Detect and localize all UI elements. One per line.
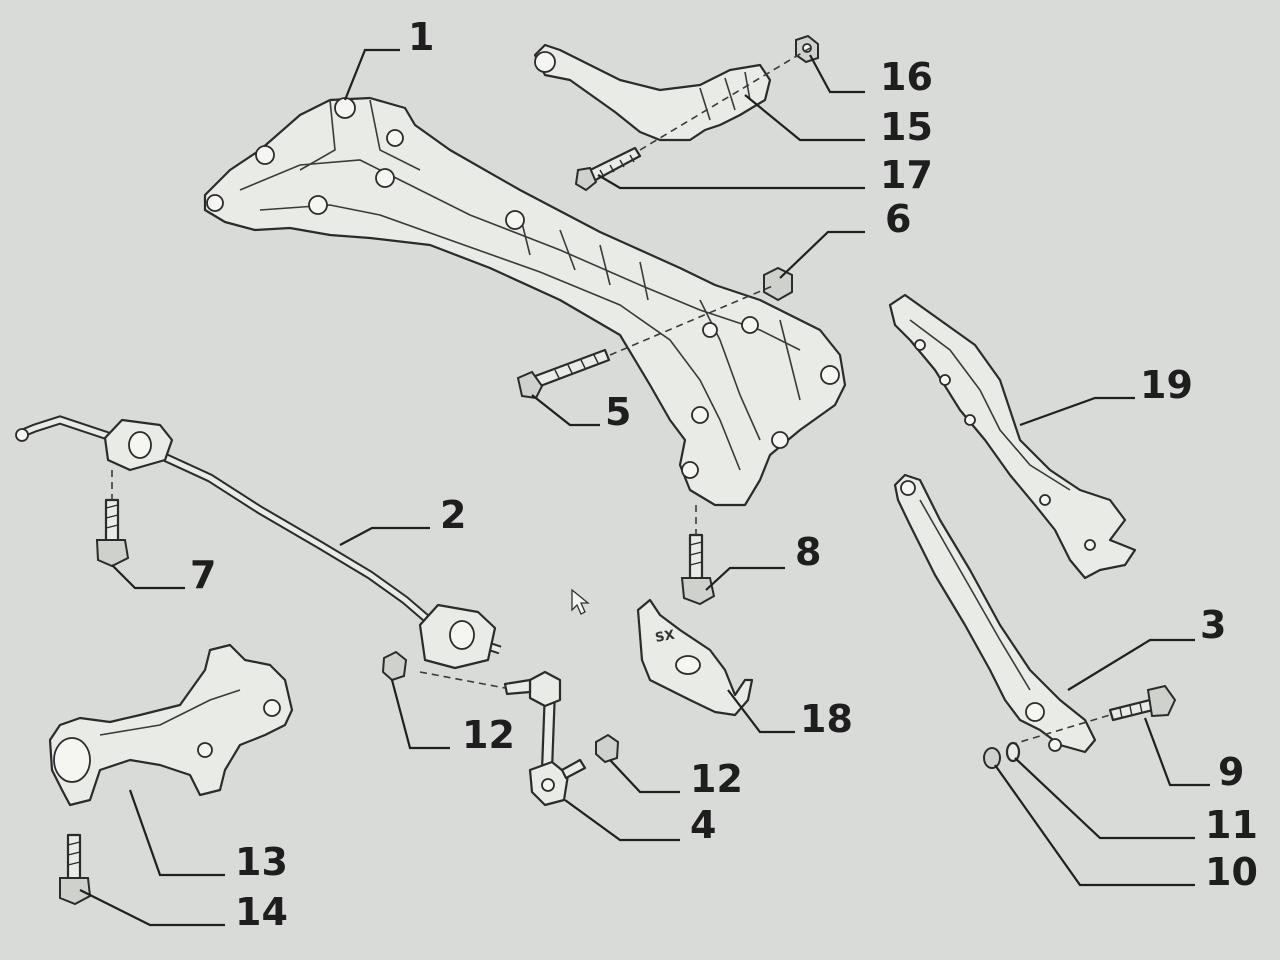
- part-17-bolt: [574, 146, 642, 192]
- callout-11: 11: [1205, 803, 1258, 847]
- part-18-bracket: SX: [636, 598, 754, 717]
- leader-14: [79, 889, 225, 927]
- axis-line-5-6: [609, 284, 776, 356]
- callout-7: 7: [190, 553, 216, 597]
- part-10-nut: [983, 747, 1001, 769]
- leader-17: [597, 174, 865, 190]
- callout-10: 10: [1205, 850, 1258, 894]
- axis-line-9: [1009, 714, 1111, 746]
- part-6-nut: [763, 266, 793, 302]
- part-1-crossmember: [203, 96, 847, 507]
- part-8-bolt: [680, 533, 716, 606]
- part-7-bolt: [95, 498, 130, 568]
- callout-13: 13: [235, 840, 288, 884]
- leader-2: [339, 526, 430, 546]
- leader-3: [1067, 638, 1195, 691]
- part-2-stabilizer-bar: [15, 415, 502, 670]
- leader-7: [111, 564, 185, 590]
- callout-6: 6: [885, 197, 911, 241]
- callout-9: 9: [1218, 750, 1244, 794]
- callout-19: 19: [1140, 363, 1193, 407]
- callout-8: 8: [795, 530, 821, 574]
- leader-12b: [609, 759, 680, 794]
- part-11-washer: [1005, 741, 1021, 763]
- axis-line-12-4: [419, 671, 506, 689]
- callout-15: 15: [880, 105, 933, 149]
- callout-1: 1: [408, 15, 434, 59]
- callout-4: 4: [690, 803, 716, 847]
- part-9-bolt: [1108, 684, 1177, 722]
- mouse-pointer-icon: [571, 588, 590, 615]
- leader-8: [705, 566, 785, 591]
- part-12-bushing-right: [595, 733, 620, 764]
- callout-18: 18: [800, 697, 853, 741]
- callout-14: 14: [235, 890, 288, 934]
- callout-3: 3: [1200, 603, 1226, 647]
- part-19-shield: [888, 293, 1137, 580]
- leader-6: [779, 230, 865, 279]
- leader-18: [727, 689, 795, 734]
- leader-4: [564, 799, 680, 842]
- part-3-control-arm: [893, 473, 1097, 754]
- leader-5: [531, 394, 600, 427]
- leader-13: [128, 789, 225, 877]
- callout-16: 16: [880, 55, 933, 99]
- leader-11: [1014, 757, 1195, 840]
- leader-lines: [79, 48, 1210, 927]
- callout-12-right: 12: [690, 757, 743, 801]
- part-12-bushing-left: [381, 650, 408, 682]
- axis-line-17-16: [639, 47, 811, 151]
- part-14-bolt: [59, 833, 92, 906]
- leader-16: [809, 54, 865, 94]
- part-18-sx-marking: SX: [654, 628, 676, 646]
- leader-9: [1143, 717, 1210, 787]
- leader-15: [744, 94, 865, 142]
- part-13-knuckle-bracket: [48, 643, 294, 807]
- leader-19: [1019, 396, 1135, 427]
- part-5-bolt: [516, 348, 611, 400]
- callout-2: 2: [440, 493, 466, 537]
- callout-5: 5: [605, 390, 631, 434]
- leader-10: [994, 764, 1195, 887]
- callout-numbers: 1 2 3 4 5 6 7 8 9 10 11 12 12 13 14 15 1…: [190, 15, 1258, 934]
- part-16-nut: [795, 34, 819, 64]
- callout-12-left: 12: [462, 713, 515, 757]
- callout-17: 17: [880, 153, 933, 197]
- leader-1: [343, 48, 400, 101]
- part-15-link-arm: [533, 43, 772, 142]
- part-4-stabilizer-link: [503, 670, 587, 807]
- leader-12a: [390, 679, 450, 750]
